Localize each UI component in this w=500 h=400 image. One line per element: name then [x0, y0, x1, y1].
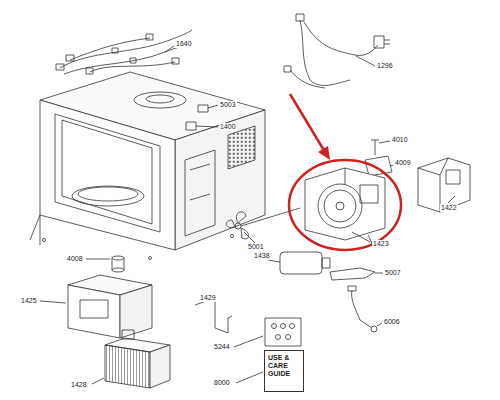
callout-number: 1438 — [253, 252, 271, 260]
fuse — [86, 256, 124, 272]
sensor-plate — [365, 156, 392, 176]
callout-number: 1425 — [20, 297, 38, 305]
callout-number: 1429 — [199, 294, 217, 302]
bracket — [418, 158, 470, 212]
thermostat — [198, 105, 208, 112]
wire-harness — [56, 30, 192, 74]
callout-number: 1640 — [175, 40, 193, 48]
mounting-bracket — [195, 298, 232, 333]
screw-kit — [234, 318, 301, 347]
callout-number: 5001 — [247, 243, 265, 251]
callout-number: 1296 — [376, 62, 394, 70]
callout-number: 4010 — [391, 136, 409, 144]
callout-number: 4009 — [394, 159, 412, 167]
callout-number: 6006 — [383, 318, 401, 326]
callout-number: 5007 — [384, 269, 402, 277]
highlight — [289, 94, 401, 250]
diode — [352, 290, 372, 328]
callout-number: 1428 — [70, 381, 88, 389]
oven-cavity — [30, 72, 265, 260]
capacitor — [280, 252, 322, 274]
booklet-title: USE & CARE GUIDE — [268, 354, 300, 378]
callout-number: 1423 — [372, 240, 390, 248]
magnetron — [92, 330, 170, 388]
power-cord-harness — [284, 14, 390, 88]
transformer — [40, 275, 152, 338]
callout-number: 5244 — [213, 343, 231, 351]
callout-number: 1422 — [440, 204, 458, 212]
callout-number: 4008 — [66, 255, 84, 263]
fan-bracket — [305, 168, 385, 243]
callout-number: 5003 — [219, 101, 237, 109]
leader-line — [236, 372, 263, 383]
thermal-fuse — [186, 122, 196, 130]
callout-number: 1400 — [219, 123, 237, 131]
callout-number: 8000 — [213, 379, 231, 387]
screw — [375, 140, 376, 155]
manual-booklet: USE & CARE GUIDE — [264, 350, 304, 392]
capacitor-clamp — [330, 268, 375, 280]
